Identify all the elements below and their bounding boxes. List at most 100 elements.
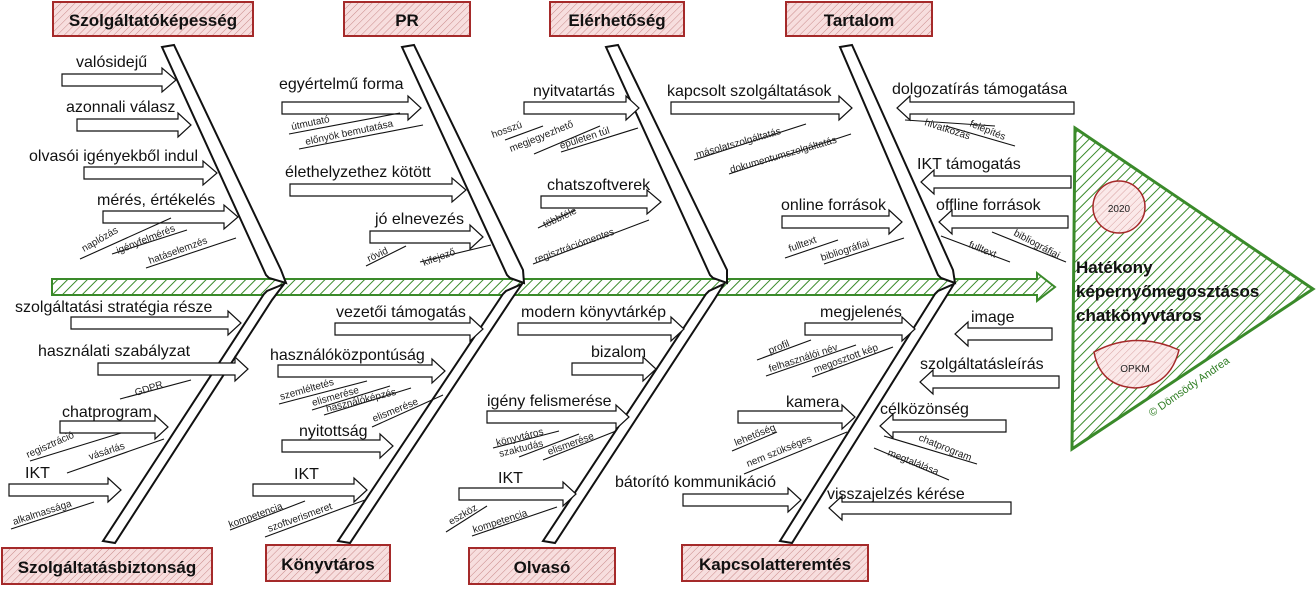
category-olvaso: Olvasó <box>514 558 571 577</box>
spine-arrow <box>51 270 1057 304</box>
main-bones <box>101 43 957 545</box>
label-lehetoseg: lehetőség <box>733 422 777 448</box>
label-hosszu: hosszú <box>490 120 524 141</box>
arrow-jo-elnevezes <box>369 223 484 251</box>
label-szabalyzat: használati szabályzat <box>38 343 191 360</box>
arrow-hasznalokozpont <box>277 357 446 385</box>
label-jo-elnevezes: jó elnevezés <box>374 211 464 228</box>
sub-cause-arrows <box>10 112 1067 538</box>
label-fulltext2: fulltext <box>967 240 998 261</box>
cause-labels: valósidejű azonnali válasz olvasói igény… <box>15 54 1067 503</box>
arrow-meres <box>102 203 239 231</box>
arrow-chatszoftverek <box>540 188 662 216</box>
label-chatszoftverek: chatszoftverek <box>547 177 651 194</box>
cause-arrows-left <box>828 94 1075 522</box>
bone-konyvtaros <box>336 281 525 545</box>
category-szolgaltatokepesseg: Szolgáltatóképesség <box>69 11 237 30</box>
category-box-szolgaltatasbiztonsag <box>1 547 213 585</box>
label-valosideju: valósidejű <box>76 54 147 71</box>
label-batorito: bátorító kommunikáció <box>615 474 776 491</box>
label-modern: modern könyvtárkép <box>521 304 666 321</box>
label-chatprogram: chatprogram <box>62 404 152 421</box>
label-ikt-tamogatas: IKT támogatás <box>917 156 1021 173</box>
category-box-konyvtaros <box>265 544 391 582</box>
arrow-azonnali <box>76 111 192 139</box>
label-ikt3: IKT <box>498 470 523 487</box>
arrow-chatprogram <box>59 413 169 441</box>
label-image: image <box>971 309 1015 326</box>
arrow-nyitvatartas <box>523 94 640 122</box>
arrow-batorito <box>682 486 802 514</box>
label-ikt1: IKT <box>25 465 50 482</box>
label-azonnali: azonnali válasz <box>66 99 175 116</box>
category-tartalom: Tartalom <box>824 11 895 30</box>
label-olvasoi: olvasói igényekből indul <box>29 148 198 165</box>
arrow-bizalom <box>571 355 657 383</box>
arrow-strategia <box>70 309 242 337</box>
category-box-elerhetoseg <box>549 1 685 37</box>
category-konyvtaros: Könyvtáros <box>281 555 375 574</box>
label-ikt2: IKT <box>294 466 319 483</box>
label-megjelenes: megjelenés <box>820 304 902 321</box>
bone-szolgaltatokepesseg <box>160 43 288 285</box>
arrow-celkozonseg <box>879 412 1007 440</box>
arrow-modern <box>517 315 685 343</box>
label-elismerese3: elismerése <box>546 431 596 458</box>
arrow-dolgozatiras <box>896 94 1075 122</box>
arrow-image <box>954 320 1053 348</box>
category-box-olvaso <box>468 547 616 585</box>
bone-kapcsolatteremtes <box>778 281 957 545</box>
label-bizalom: bizalom <box>591 344 646 361</box>
category-box-tartalom <box>785 1 933 37</box>
arrow-szolgaltatasleiras <box>919 368 1060 396</box>
fishbone-head: 2020 OPKM Hatékony képernyőmegosztásos c… <box>1070 125 1316 452</box>
label-felepites: felépítés <box>968 119 1007 143</box>
category-box-szolgaltatokepesseg <box>52 1 254 37</box>
label-visszajelzes: visszajelzés kérése <box>827 486 965 503</box>
label-online: online források <box>781 197 887 214</box>
label-hasznalokozpont: használóközpontúság <box>270 347 425 364</box>
label-nyitvatartas: nyitvatartás <box>533 83 615 100</box>
cause-arrows-right <box>8 66 916 514</box>
category-elerhetoseg: Elérhetőség <box>568 11 665 30</box>
arrow-ikt-tamogatas <box>920 168 1072 196</box>
arrow-kamera <box>737 403 856 431</box>
label-rovid: rövid <box>366 246 390 265</box>
arrow-megjelenes <box>804 315 916 343</box>
label-profil: profil <box>767 338 791 356</box>
label-regisztracio: regisztráció <box>25 430 77 461</box>
label-kompetencia2: kompetencia <box>472 508 530 536</box>
year-badge <box>1092 180 1146 234</box>
arrow-elethelyzet <box>289 176 467 204</box>
opkm-text: OPKM <box>1120 364 1149 375</box>
label-alkalmassaga: alkalmassága <box>12 498 74 527</box>
label-gdpr: GDPR <box>134 379 165 398</box>
arrow-kapcsolt <box>670 94 853 122</box>
arrow-valosideju <box>61 66 177 94</box>
category-box-kapcsolatteremtes <box>681 544 869 582</box>
arrow-olvasoi <box>83 159 218 187</box>
bone-elerhetoseg <box>604 43 728 285</box>
category-boxes: Szolgáltatóképesség PR Elérhetőség Tarta… <box>1 1 933 585</box>
head-line-3: chatkönyvtáros <box>1076 306 1202 325</box>
label-igeny: igény felismerése <box>487 393 612 410</box>
arrow-ikt3 <box>458 480 577 508</box>
label-hivatkozas: hivatkozás <box>923 117 971 142</box>
bone-szolgaltatasbiztonsag <box>101 281 287 545</box>
category-pr: PR <box>395 11 419 30</box>
head-line-1: Hatékony <box>1076 258 1153 277</box>
label-kamera: kamera <box>786 394 839 411</box>
arrow-visszajelzes <box>828 494 1012 522</box>
bone-pr <box>400 43 526 285</box>
label-strategia: szolgáltatási stratégia része <box>15 299 213 316</box>
arrow-ikt1 <box>8 476 122 504</box>
bone-olvaso <box>541 281 727 545</box>
label-kapcsolt: kapcsolt szolgáltatások <box>667 83 833 100</box>
opkm-badge <box>1093 339 1180 389</box>
label-szolgaltatasleiras: szolgáltatásleírás <box>920 356 1044 373</box>
label-meres: mérés, értékelés <box>97 192 215 209</box>
label-tobbfele: többféle <box>542 206 579 231</box>
category-box-pr <box>343 1 471 37</box>
arrow-igeny <box>486 403 630 431</box>
